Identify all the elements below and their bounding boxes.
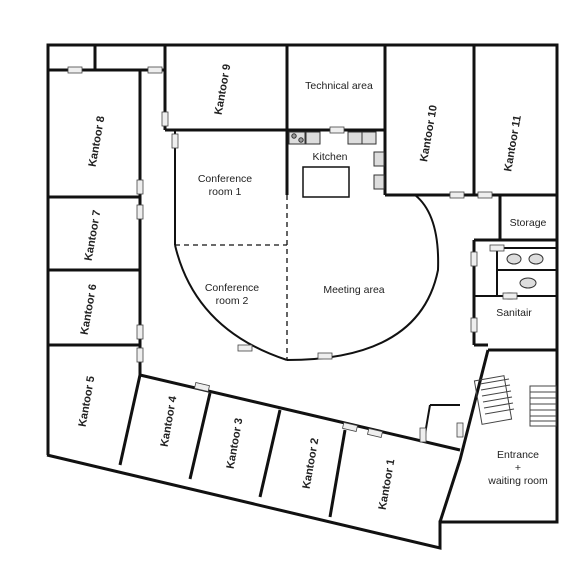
- stove-icon: [373, 174, 385, 190]
- door-marker-icon: [470, 251, 478, 267]
- sink-icon: [519, 277, 537, 289]
- stove-icon: [347, 131, 363, 145]
- door-marker-icon: [161, 111, 169, 127]
- label-conference-room-1-line-2: room 1: [209, 186, 242, 198]
- door-marker-icon: [502, 292, 518, 300]
- door-marker-icon: [147, 66, 163, 74]
- door-marker-icon: [237, 344, 253, 352]
- sink-icon: [361, 131, 377, 145]
- door-marker-icon: [136, 179, 144, 195]
- label-conference-room-2-line-1: Conference: [205, 282, 259, 294]
- label-entrance-line-1: Entrance: [497, 449, 539, 461]
- label-meeting-area: Meeting area: [323, 284, 384, 296]
- kitchen-fixtures: [288, 131, 385, 198]
- top-walls: [163, 45, 557, 240]
- label-conference-room-1-line-1: Conference: [198, 173, 252, 185]
- door-marker-icon: [470, 317, 478, 333]
- outer-walls: [46, 43, 559, 550]
- label-entrance-line-3: waiting room: [487, 475, 548, 487]
- door-marker-icon: [136, 347, 144, 363]
- door-marker-icon: [456, 422, 464, 438]
- conference-walls: [174, 130, 440, 361]
- label-storage: Storage: [510, 217, 547, 229]
- sink-icon: [373, 151, 385, 167]
- door-marker-icon: [136, 204, 144, 220]
- toilet-icon: [506, 253, 522, 265]
- label-sanitair: Sanitair: [496, 307, 532, 319]
- kitchen-table-icon: [302, 166, 350, 198]
- door-marker-icon: [194, 382, 210, 392]
- label-technical-area: Technical area: [305, 80, 373, 92]
- label-kitchen: Kitchen: [312, 151, 347, 163]
- door-marker-icon: [477, 191, 493, 199]
- door-marker-icon: [489, 244, 505, 252]
- door-marker-icon: [171, 133, 179, 149]
- door-marker-icon: [329, 126, 345, 134]
- bottom-office-walls: [118, 373, 461, 518]
- door-marker-icon: [317, 352, 333, 360]
- door-marker-icon: [342, 422, 358, 432]
- sink-icon: [305, 131, 321, 145]
- door-markers: [67, 66, 518, 443]
- door-marker-icon: [367, 428, 383, 438]
- label-entrance-line-2: +: [515, 462, 521, 474]
- toilet-icon: [528, 253, 544, 265]
- door-marker-icon: [136, 324, 144, 340]
- door-marker-icon: [419, 427, 427, 443]
- label-conference-room-2-line-2: room 2: [216, 295, 249, 307]
- door-marker-icon: [449, 191, 465, 199]
- door-marker-icon: [67, 66, 83, 74]
- staircase-icon: [473, 375, 557, 427]
